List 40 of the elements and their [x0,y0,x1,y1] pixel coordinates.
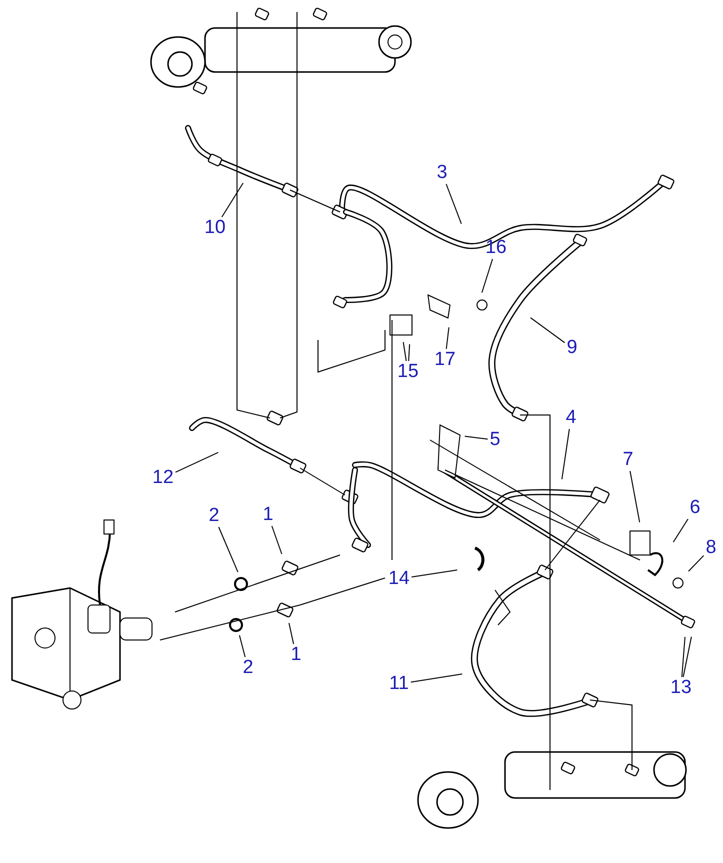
callout-number: 2 [242,658,254,678]
callout-number: 4 [564,408,578,428]
leader-line [681,636,686,678]
callout-number: 5 [488,430,502,450]
leader-line [238,634,246,658]
leader-line [271,526,282,554]
callout-number: 2 [208,506,220,526]
callout-number: 8 [704,538,718,558]
leader-line [402,342,407,362]
callout-number: 14 [387,569,411,589]
leader-line [464,436,488,440]
leader-line [530,317,566,344]
callout-number: 7 [622,450,634,470]
leader-line [175,452,219,473]
callout-number: 10 [203,218,227,238]
leader-line [561,428,570,480]
leader-line [221,182,244,218]
leader-line [288,622,294,644]
leader-line [446,326,450,350]
leader-line [411,570,458,578]
leader-line [410,674,463,683]
callout-number: 6 [688,498,702,518]
leader-line [446,184,462,224]
callout-number: 9 [566,338,578,358]
callout-number: 17 [433,350,457,370]
callout-number: 3 [436,163,448,183]
leader-line [630,470,640,523]
leader-line [408,344,410,362]
callout-number: 15 [396,362,420,382]
leader-line [688,555,704,572]
callout-number: 1 [262,505,274,525]
leader-line [481,258,494,294]
leader-line [218,526,238,573]
callout-number: 12 [151,468,175,488]
callout-number: 16 [484,238,508,258]
leader-line [672,518,688,543]
leader-line [682,636,692,678]
callout-number: 11 [388,674,410,694]
callout-number: 1 [290,645,302,665]
callout-number: 13 [669,678,693,698]
